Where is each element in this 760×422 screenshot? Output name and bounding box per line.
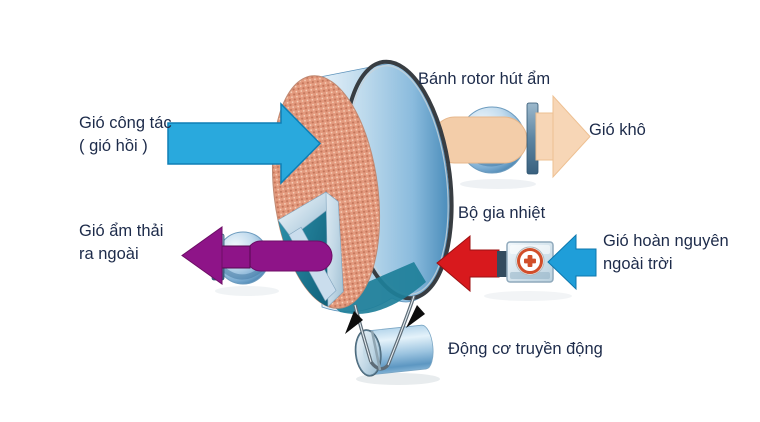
heater-flange <box>497 251 508 277</box>
dry-air-label: Gió khô <box>589 121 646 139</box>
heater-label: Bộ gia nhiệt <box>458 204 546 222</box>
drive-motor-label: Động cơ truyền động <box>448 340 603 358</box>
working-air-label: Gió công tác ( gió hồi ) <box>79 114 172 155</box>
belt-run <box>353 295 416 371</box>
moist-exhaust-label: Gió ẩm thải ra ngoài <box>79 222 164 263</box>
heater-shadow <box>484 291 572 301</box>
rotor-wheel <box>271 59 454 314</box>
working-air-arrow <box>167 102 322 185</box>
motor-shadow <box>356 373 440 385</box>
moist-exhaust-arrow <box>181 226 333 285</box>
fan-scroll-shadow <box>460 179 536 189</box>
heater-unit <box>506 241 554 283</box>
belt-direction-arrow-icon <box>345 311 363 334</box>
rotor-wheel-label: Bánh rotor hút ẩm <box>418 70 551 88</box>
sector-partition <box>325 191 344 308</box>
dry-air-arrow <box>535 94 591 179</box>
regen-air-arrow <box>547 233 597 291</box>
heater-plus-icon <box>524 255 536 267</box>
regen-air-label: Gió hoàn nguyên ngoài trời <box>603 232 729 273</box>
belt-direction-arrow-icon <box>406 305 425 328</box>
